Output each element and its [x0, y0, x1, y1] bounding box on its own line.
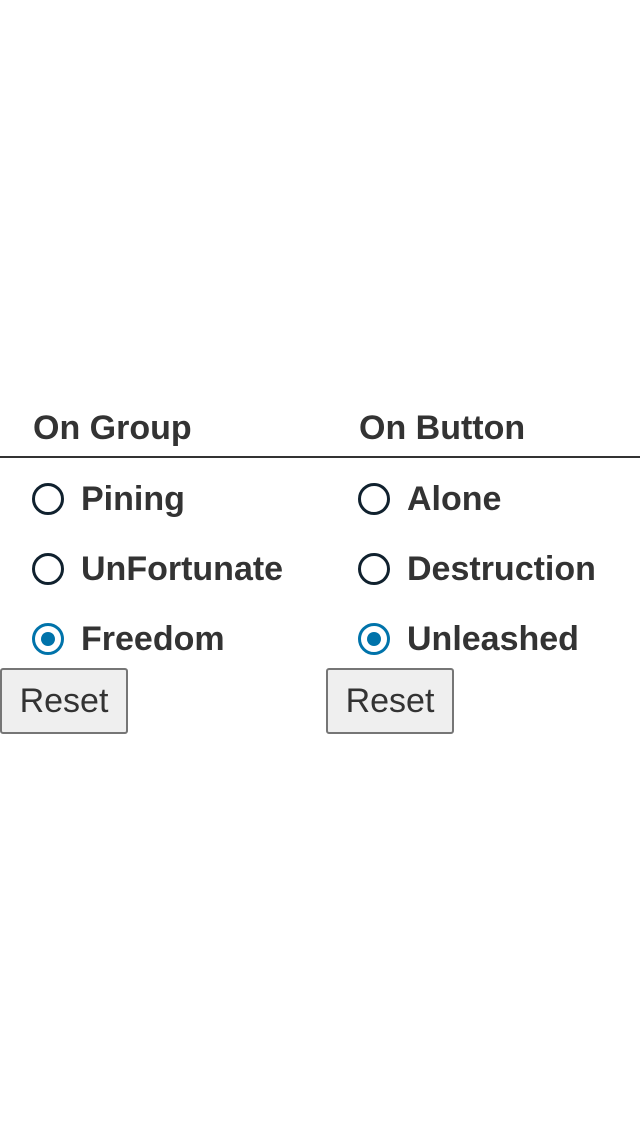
radio-button-selected[interactable] — [358, 623, 390, 655]
radio-option-alone[interactable]: Alone — [358, 479, 501, 519]
radio-option-unfortunate[interactable]: UnFortunate — [32, 549, 283, 589]
radio-label: Pining — [81, 479, 185, 518]
radio-label: Freedom — [81, 619, 225, 658]
radio-button[interactable] — [32, 483, 64, 515]
reset-button[interactable]: Reset — [0, 668, 128, 734]
radio-label: UnFortunate — [81, 549, 284, 588]
radio-option-unleashed[interactable]: Unleashed — [358, 619, 579, 659]
group-title: On Group — [33, 409, 192, 447]
radio-button-selected[interactable] — [32, 623, 64, 655]
radio-button[interactable] — [358, 483, 390, 515]
radio-label: Unleashed — [407, 619, 579, 658]
radio-option-pining[interactable]: Pining — [32, 479, 185, 519]
radio-option-freedom[interactable]: Freedom — [32, 619, 225, 659]
radio-button[interactable] — [32, 553, 64, 585]
radio-option-destruction[interactable]: Destruction — [358, 549, 596, 589]
radio-label: Destruction — [407, 549, 596, 588]
header-divider — [0, 456, 640, 458]
radio-button[interactable] — [358, 553, 390, 585]
reset-button[interactable]: Reset — [326, 668, 454, 734]
group-title: On Button — [359, 409, 526, 447]
radio-label: Alone — [407, 479, 502, 518]
